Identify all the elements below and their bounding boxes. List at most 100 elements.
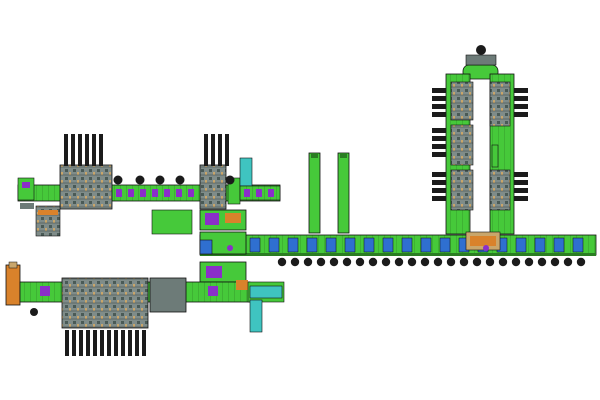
pallet [188,189,194,197]
motor-comb [218,134,222,166]
motor [524,257,534,267]
right-buffer-loop [432,45,528,251]
motor [342,257,352,267]
motor [420,257,430,267]
pallet [244,189,250,197]
motor [368,257,378,267]
loop-top-motor [476,45,486,55]
motor-comb [121,330,125,356]
pallet [344,237,356,253]
pallet [401,237,413,253]
motor [303,257,313,267]
motor-comb [128,330,132,356]
pallet [256,189,262,197]
motor-comb [514,112,528,117]
motor [316,257,326,267]
motor-comb [514,96,528,101]
pallet [128,189,134,197]
motor-comb [432,136,446,141]
motor-comb [211,134,215,166]
motor [433,257,443,267]
pallet [268,237,280,253]
motor-comb [114,330,118,356]
motor-comb [99,134,103,166]
motor [113,175,123,185]
pallet [572,237,584,253]
motor [511,257,521,267]
pallet [164,189,170,197]
motor-comb [432,152,446,157]
motor-comb [432,196,446,201]
motor-comb [432,128,446,133]
pallet [553,237,565,253]
motor-comb [432,144,446,149]
pallet [439,237,451,253]
motor [576,257,586,267]
vertical-lift-towers [308,152,350,234]
motor [155,175,165,185]
motor [472,257,482,267]
motor-comb [85,134,89,166]
pallet [116,189,122,197]
lower-line-motor-combs [65,330,146,356]
motor [498,257,508,267]
motor [446,257,456,267]
upper-line-motor-combs [64,134,229,166]
motor-comb [514,172,528,177]
motor [277,257,287,267]
pallet [249,237,261,253]
central-junction-transfer [199,209,247,283]
motor [459,257,469,267]
motor [394,257,404,267]
motor-comb [432,88,446,93]
motor-comb [432,172,446,177]
pallet [287,237,299,253]
pallet [325,237,337,253]
motor-comb [64,134,68,166]
motor [563,257,573,267]
motor [355,257,365,267]
upper-line-motors [113,175,235,185]
main-transfer-conveyor [199,234,597,267]
pallet [176,189,182,197]
upper-line-pallets [116,189,274,197]
motor-comb [79,330,83,356]
motor-comb [514,196,528,201]
motor-comb [514,188,528,193]
motor [175,175,185,185]
pallet [363,237,375,253]
motor [329,257,339,267]
motor-comb [514,180,528,185]
motor-comb [204,134,208,166]
motor-comb [93,330,97,356]
motor-comb [514,104,528,109]
pallet [152,189,158,197]
motor [290,257,300,267]
pallet [268,189,274,197]
pallet [140,189,146,197]
motor-comb [225,134,229,166]
motor-comb [78,134,82,166]
motor-comb [432,180,446,185]
motor-comb [514,88,528,93]
motor [537,257,547,267]
motor-comb [142,330,146,356]
pallet [306,237,318,253]
motor-comb [100,330,104,356]
motor [485,257,495,267]
motor-comb [432,112,446,117]
motor [381,257,391,267]
motor-comb [432,104,446,109]
motor-comb [432,96,446,101]
pallet [534,237,546,253]
motor-comb [92,134,96,166]
motor-comb [135,330,139,356]
motor-comb [432,188,446,193]
motor-comb [107,330,111,356]
upper-assembly-line [17,134,281,237]
main-conveyor-motors [277,257,586,267]
motor-comb [65,330,69,356]
motor [550,257,560,267]
motor [135,175,145,185]
